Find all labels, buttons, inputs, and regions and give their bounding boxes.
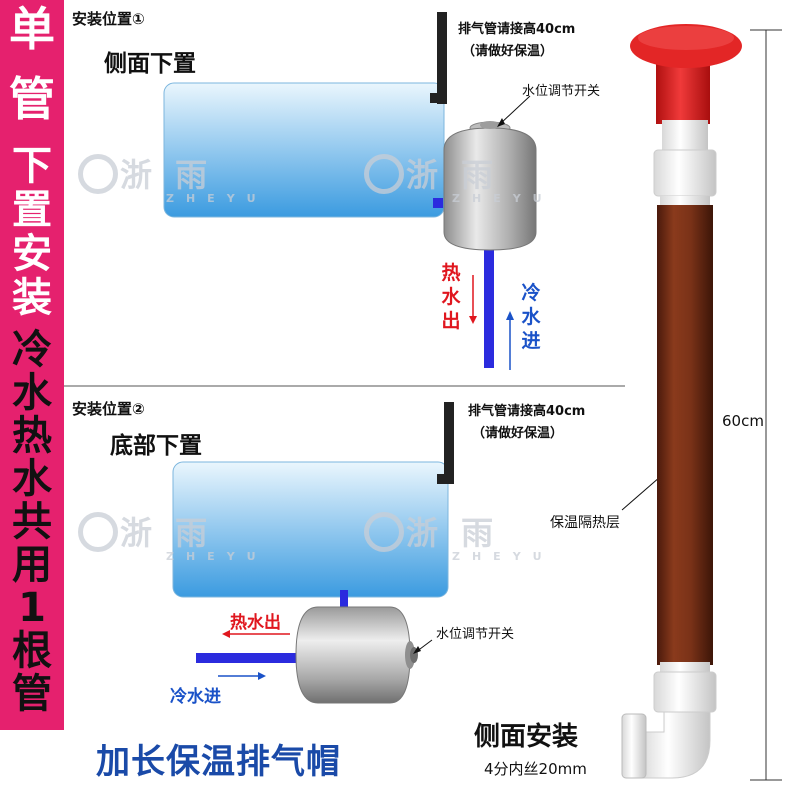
vent-pipe-elbow-2 xyxy=(437,474,454,484)
left-banner: 单 管 下 置 安 装 冷 水 热 水 共 用 1 根 管 xyxy=(0,0,64,730)
banner-char: 单 xyxy=(9,2,55,56)
vent-note-2: 排气管请接高40cm xyxy=(468,404,586,419)
banner-char: 冷 xyxy=(12,327,52,373)
banner-char: 安 xyxy=(12,231,52,277)
vent-cap-product xyxy=(621,24,742,779)
tank-outlet-1 xyxy=(433,198,443,208)
level-switch-tank-1 xyxy=(443,121,537,251)
switch-label-2: 水位调节开关 xyxy=(436,627,515,642)
banner-char: 水 xyxy=(12,456,52,502)
banner-char: 水 xyxy=(12,370,52,416)
thread-spec-label: 4分内丝20mm xyxy=(484,760,587,778)
vent-pipe-1 xyxy=(437,12,447,104)
switch-label-1: 水位调节开关 xyxy=(522,84,601,99)
water-tank-2 xyxy=(172,461,449,598)
banner-char: 热 xyxy=(12,413,52,459)
banner-char: 下 xyxy=(12,143,52,189)
vent-pipe-2 xyxy=(444,402,454,484)
banner-char: 置 xyxy=(12,187,52,233)
vent-pipe-elbow-1 xyxy=(430,93,447,103)
banner-char: 共 xyxy=(12,499,52,545)
banner-char: 管 xyxy=(9,72,55,126)
banner-char: 管 xyxy=(12,671,52,717)
position-label-1: 安装位置① xyxy=(72,10,145,28)
cold-pipe-2 xyxy=(196,653,300,663)
banner-char: 根 xyxy=(12,628,52,674)
hot-out-label-1: 热水出 xyxy=(441,262,461,332)
cold-pipe-1 xyxy=(484,250,494,368)
position-label-2: 安装位置② xyxy=(72,400,145,418)
insulation-sleeve xyxy=(657,205,713,665)
insulation-label: 保温隔热层 xyxy=(550,515,620,531)
bottom-title: 加长保温排气帽 xyxy=(96,742,341,782)
vent-note-1: 排气管请接高40cm xyxy=(458,22,576,37)
banner-char: 用 xyxy=(12,542,52,588)
banner-char: 装 xyxy=(12,275,52,321)
length-label: 60cm xyxy=(722,410,764,432)
red-cap-body xyxy=(656,64,710,124)
cold-in-label-2: 冷水进 xyxy=(170,687,221,707)
elbow-fitting xyxy=(639,711,711,779)
vent-note-2b: （请做好保温） xyxy=(472,426,564,441)
vent-note-1b: （请做好保温） xyxy=(462,44,554,59)
mode-label-1: 侧面下置 xyxy=(104,51,196,77)
level-switch-tank-2 xyxy=(295,606,418,704)
banner-char: 1 xyxy=(18,585,46,631)
tank-outlet-2 xyxy=(340,590,348,610)
hot-out-label-2: 热水出 xyxy=(230,613,281,633)
cold-in-label-1: 冷水进 xyxy=(521,282,541,352)
mode-label-2: 底部下置 xyxy=(110,433,202,459)
side-install-label: 侧面安装 xyxy=(474,722,579,752)
